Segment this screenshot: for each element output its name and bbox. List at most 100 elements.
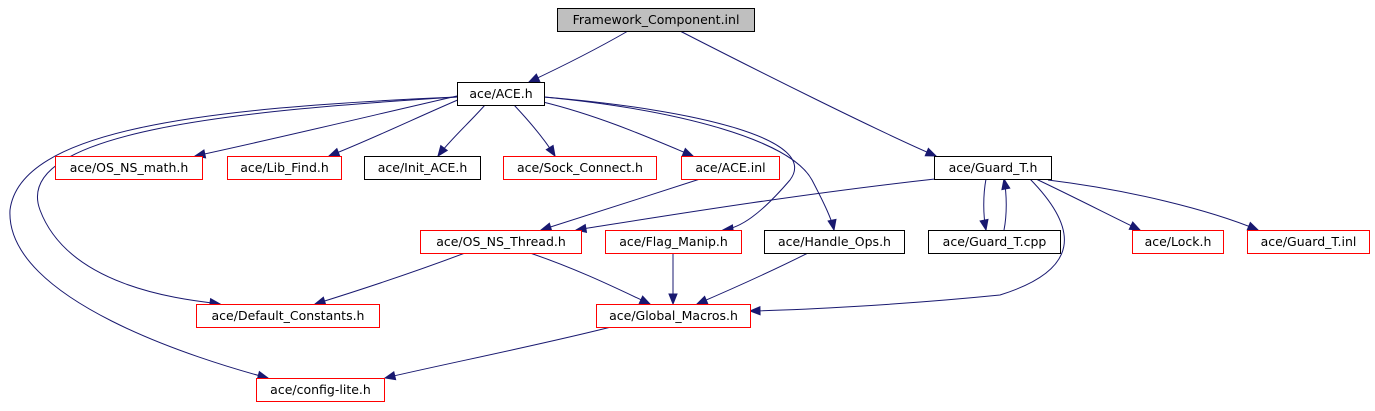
arrowhead-icon bbox=[638, 295, 652, 305]
edge-gt-to-glob bbox=[748, 178, 1065, 316]
arrowhead-icon bbox=[681, 147, 695, 157]
edge-ace-to-math bbox=[193, 95, 458, 159]
node-label: ace/Flag_Manip.h bbox=[619, 234, 728, 249]
arrowhead-icon bbox=[1128, 221, 1142, 231]
edge-ace-to-init bbox=[437, 104, 486, 158]
node-label: ace/Default_Constants.h bbox=[212, 308, 365, 323]
node-thr[interactable]: ace/OS_NS_Thread.h bbox=[420, 230, 582, 254]
node-box[interactable] bbox=[1132, 230, 1224, 254]
node-box[interactable] bbox=[457, 82, 545, 106]
node-ginl[interactable]: ace/Guard_T.inl bbox=[1247, 230, 1370, 254]
node-box[interactable] bbox=[764, 230, 905, 254]
edge-gt-to-thr bbox=[574, 178, 936, 234]
node-fc[interactable]: Framework_Component.inl bbox=[557, 8, 755, 32]
node-box[interactable] bbox=[256, 378, 385, 402]
node-box[interactable] bbox=[55, 156, 203, 180]
edge-line bbox=[328, 98, 461, 157]
node-label: ace/Lock.h bbox=[1145, 234, 1212, 249]
edge-inl-to-thr bbox=[539, 178, 701, 232]
edge-line bbox=[542, 101, 694, 157]
node-label: ace/Guard_T.h bbox=[949, 160, 1038, 175]
arrowhead-icon bbox=[313, 296, 327, 306]
node-box[interactable] bbox=[503, 156, 657, 180]
edge-line bbox=[1047, 179, 1259, 231]
arrowhead-icon bbox=[827, 218, 837, 232]
edge-thr-to-glob bbox=[529, 252, 652, 305]
edge-line bbox=[679, 30, 937, 157]
node-label: ace/Sock_Connect.h bbox=[517, 160, 643, 175]
node-label: ace/Guard_T.inl bbox=[1261, 234, 1357, 249]
arrowhead-icon bbox=[748, 306, 761, 316]
edge-line bbox=[543, 96, 835, 231]
edge-line bbox=[37, 96, 458, 305]
node-label: ace/config-lite.h bbox=[270, 382, 371, 397]
node-box[interactable] bbox=[196, 304, 380, 328]
arrowhead-icon bbox=[1246, 221, 1260, 231]
node-box[interactable] bbox=[1247, 230, 1370, 254]
nodes-layer: Framework_Component.inl ace/ACE.h ace/Guar… bbox=[55, 8, 1370, 402]
edge-line bbox=[384, 326, 612, 379]
arrowhead-icon bbox=[437, 144, 449, 158]
edge-line bbox=[194, 95, 458, 157]
node-box[interactable] bbox=[596, 304, 751, 328]
node-box[interactable] bbox=[557, 8, 755, 32]
edge-gt-to-gcpp bbox=[979, 178, 989, 232]
node-glob[interactable]: ace/Global_Macros.h bbox=[596, 304, 751, 328]
node-math[interactable]: ace/OS_NS_math.h bbox=[55, 156, 203, 180]
node-defc[interactable]: ace/Default_Constants.h bbox=[196, 304, 380, 328]
edge-hops-to-glob bbox=[695, 252, 809, 305]
arrowhead-icon bbox=[527, 73, 541, 83]
node-cfg[interactable]: ace/config-lite.h bbox=[256, 378, 385, 402]
edge-line bbox=[528, 30, 629, 83]
edge-gcpp-to-gt bbox=[1001, 177, 1011, 231]
edge-line bbox=[575, 178, 936, 231]
edge-line bbox=[749, 178, 1065, 312]
node-box[interactable] bbox=[928, 230, 1061, 254]
node-sock[interactable]: ace/Sock_Connect.h bbox=[503, 156, 657, 180]
edge-gt-to-lock bbox=[1035, 178, 1142, 231]
node-box[interactable] bbox=[605, 230, 742, 254]
edge-ace-to-inl bbox=[542, 101, 695, 157]
node-ace[interactable]: ace/ACE.h bbox=[457, 82, 545, 106]
node-box[interactable] bbox=[364, 156, 481, 180]
edge-ace-to-hops bbox=[543, 96, 837, 232]
arrowhead-icon bbox=[695, 295, 709, 305]
edge-glob-to-cfg bbox=[383, 326, 612, 381]
node-label: ace/Lib_Find.h bbox=[240, 160, 329, 175]
arrowhead-icon bbox=[383, 370, 397, 381]
node-lib[interactable]: ace/Lib_Find.h bbox=[227, 156, 342, 180]
node-box[interactable] bbox=[227, 156, 342, 180]
arrowhead-icon bbox=[1001, 177, 1011, 191]
edge-line bbox=[529, 252, 651, 305]
node-box[interactable] bbox=[420, 230, 582, 254]
arrowhead-icon bbox=[545, 144, 556, 158]
edge-line bbox=[314, 252, 466, 305]
edge-ace-to-cfg bbox=[9, 96, 458, 380]
edge-thr-to-defc bbox=[313, 252, 466, 306]
arrowhead-icon bbox=[668, 293, 678, 306]
node-label: ace/Handle_Ops.h bbox=[778, 234, 891, 249]
node-hops[interactable]: ace/Handle_Ops.h bbox=[764, 230, 905, 254]
edge-line bbox=[696, 252, 809, 305]
edge-fc-to-ace bbox=[527, 30, 629, 83]
arrowhead-icon bbox=[327, 147, 341, 157]
node-inl[interactable]: ace/ACE.inl bbox=[681, 156, 780, 180]
node-box[interactable] bbox=[681, 156, 780, 180]
node-label: ace/Guard_T.cpp bbox=[943, 234, 1047, 249]
arrowhead-icon bbox=[979, 218, 989, 232]
node-init[interactable]: ace/Init_ACE.h bbox=[364, 156, 481, 180]
node-label: ace/ACE.inl bbox=[695, 160, 765, 175]
node-gcpp[interactable]: ace/Guard_T.cpp bbox=[928, 230, 1061, 254]
edges-layer bbox=[9, 30, 1260, 381]
edge-line bbox=[9, 96, 458, 379]
node-lock[interactable]: ace/Lock.h bbox=[1132, 230, 1224, 254]
arrowhead-icon bbox=[539, 222, 553, 232]
node-label: ace/Init_ACE.h bbox=[378, 160, 468, 175]
edge-flag-to-glob bbox=[668, 253, 678, 306]
node-label: ace/Global_Macros.h bbox=[609, 308, 738, 323]
node-box[interactable] bbox=[934, 156, 1052, 180]
node-gt[interactable]: ace/Guard_T.h bbox=[934, 156, 1052, 180]
node-flag[interactable]: ace/Flag_Manip.h bbox=[605, 230, 742, 254]
node-label: Framework_Component.inl bbox=[573, 12, 740, 27]
edge-gt-to-ginl bbox=[1047, 179, 1260, 231]
